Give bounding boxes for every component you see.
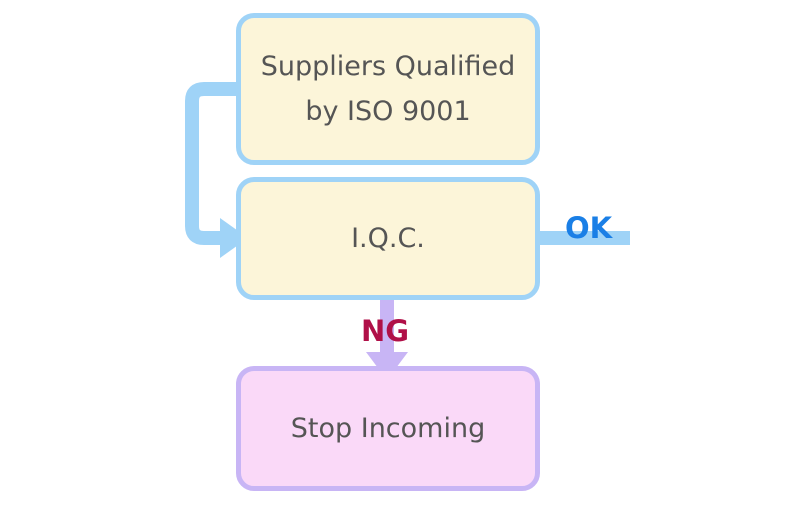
node-suppliers-line-2: by ISO 9001 bbox=[305, 96, 471, 127]
node-suppliers-text: Suppliers Qualified by ISO 9001 bbox=[261, 44, 516, 134]
node-stop-incoming: Stop Incoming bbox=[236, 366, 540, 491]
node-suppliers-line-1: Suppliers Qualified bbox=[260, 51, 516, 82]
node-iqc: I.Q.C. bbox=[236, 177, 540, 300]
node-suppliers-qualified: Suppliers Qualified by ISO 9001 bbox=[236, 13, 540, 165]
node-stop-line-1: Stop Incoming bbox=[290, 413, 486, 444]
edge-label-ng: NG bbox=[361, 314, 410, 348]
arrowhead-iqc bbox=[220, 218, 248, 258]
connector-suppliers-to-iqc bbox=[185, 82, 238, 245]
edge-label-ok: OK bbox=[565, 211, 613, 245]
node-iqc-line-1: I.Q.C. bbox=[351, 223, 425, 254]
